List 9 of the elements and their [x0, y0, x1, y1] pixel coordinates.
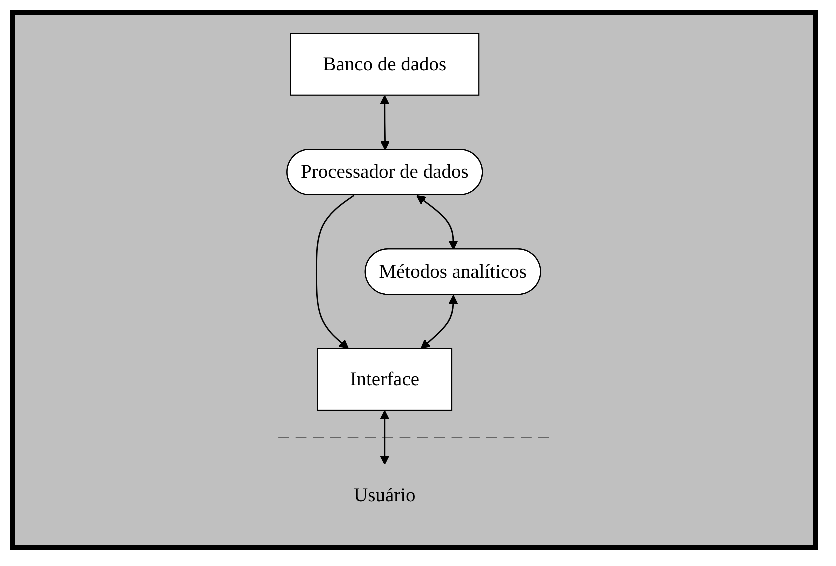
node-text: Usuário [354, 484, 416, 506]
arrow [316, 194, 355, 350]
arrow [380, 95, 390, 150]
arrow [420, 295, 458, 350]
arrow [380, 410, 390, 466]
node-box [317, 348, 453, 412]
arrow [416, 195, 458, 250]
node-box [290, 33, 480, 96]
diagram-panel: Banco de dados Processador de dados Métodos analíticos Interface Usuário [10, 10, 818, 550]
